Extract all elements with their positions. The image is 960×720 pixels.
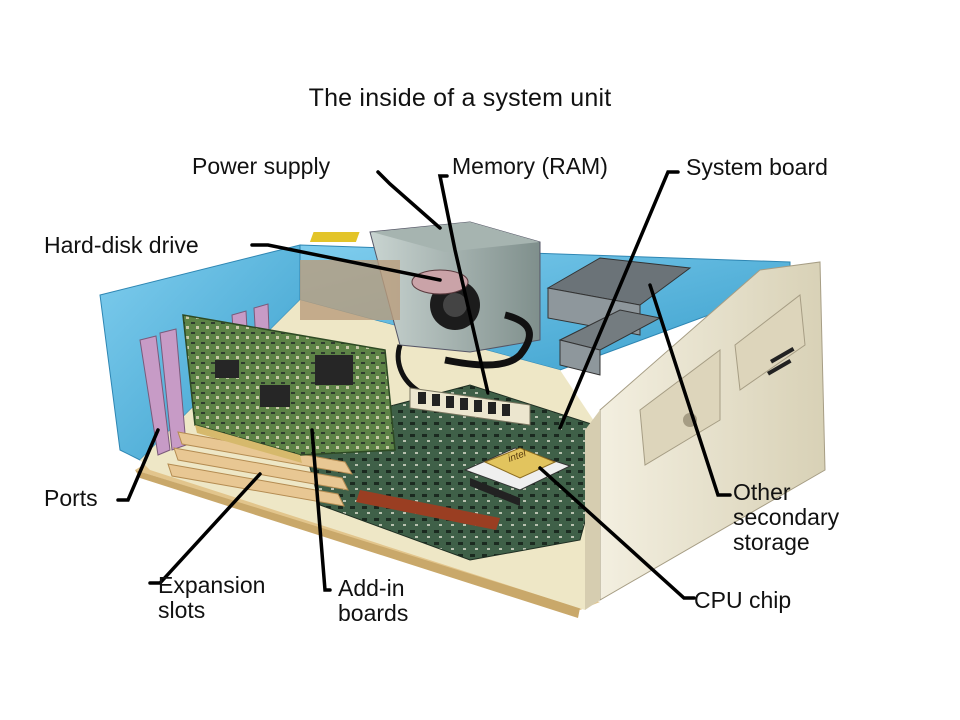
leader-title-power-supply bbox=[378, 172, 440, 228]
label-cpu-chip: CPU chip bbox=[694, 588, 791, 613]
label-expansion-slots: Expansion slots bbox=[158, 573, 265, 623]
label-ports: Ports bbox=[44, 486, 98, 511]
label-hard-disk-drive: Hard-disk drive bbox=[44, 233, 199, 258]
label-power-supply: Power supply bbox=[192, 154, 330, 179]
diagram-title: The inside of a system unit bbox=[0, 84, 920, 113]
label-memory-ram: Memory (RAM) bbox=[452, 154, 608, 179]
label-add-in-boards: Add-in boards bbox=[338, 576, 408, 626]
label-other-secondary-storage: Other secondary storage bbox=[733, 480, 839, 555]
label-system-board: System board bbox=[686, 155, 828, 180]
